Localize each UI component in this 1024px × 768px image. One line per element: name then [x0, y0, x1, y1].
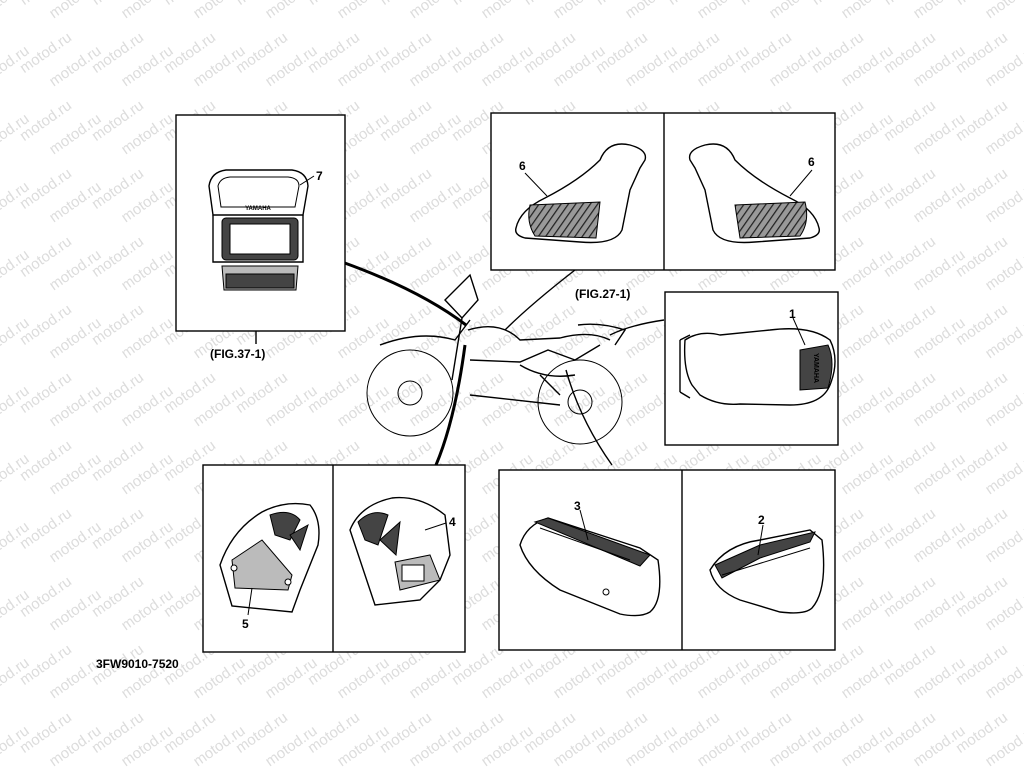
- seat-panel: YAMAHA 1: [664, 291, 839, 446]
- figref-left: (FIG.37-1): [210, 347, 265, 361]
- document-code: 3FW9010-7520: [96, 657, 179, 671]
- seat-brand-text: YAMAHA: [812, 353, 819, 383]
- tank-decal-panel: 6 6: [490, 112, 836, 271]
- shroud-decal-panel: 5 4: [202, 464, 466, 653]
- callout-4: 4: [449, 515, 456, 529]
- callout-5: 5: [242, 617, 249, 631]
- callout-6-left: 6: [519, 159, 526, 173]
- callout-3: 3: [574, 499, 581, 513]
- figref-top: (FIG.27-1): [575, 287, 630, 301]
- motorcycle-silhouette: [366, 273, 627, 445]
- callout-6-right: 6: [808, 155, 815, 169]
- headlight-cover-panel: YAMAHA 7: [175, 114, 346, 332]
- callout-7: 7: [316, 169, 323, 183]
- watermark-text: motod.ru: [982, 0, 1024, 22]
- side-cover-panel: 3 2: [498, 469, 836, 651]
- callout-1: 1: [789, 307, 796, 321]
- headlight-brand-text: YAMAHA: [245, 206, 271, 212]
- callout-2: 2: [758, 513, 765, 527]
- leader-lines: [341, 260, 665, 466]
